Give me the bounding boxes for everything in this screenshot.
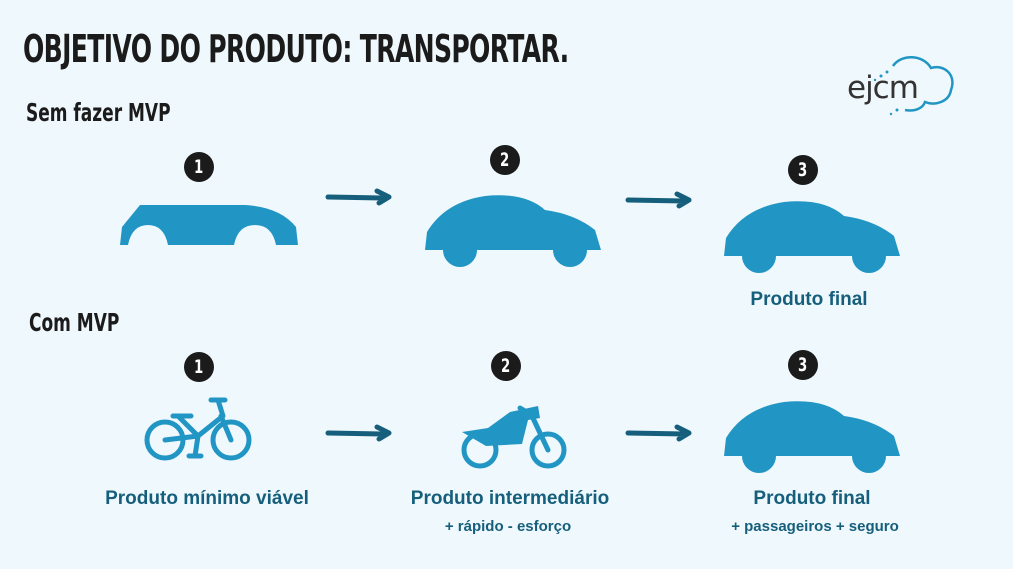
logo-text: ejcm <box>847 70 919 106</box>
step-label: Produto final <box>750 289 868 310</box>
step-sublabel: + rápido - esforço <box>444 518 572 535</box>
step-label: Produto final <box>753 488 871 509</box>
step-badge-3: 3 <box>788 350 818 380</box>
step-badge-2: 2 <box>490 145 520 175</box>
step-badge-2: 2 <box>491 351 521 381</box>
section-heading-com-mvp: Com MVP <box>29 308 120 337</box>
cloud-icon <box>873 56 954 116</box>
car-icon <box>724 201 900 273</box>
step-badge-1: 1 <box>184 352 214 382</box>
page-title: OBJETIVO DO PRODUTO: TRANSPORTAR. <box>23 27 569 71</box>
arrow-right-icon <box>325 188 392 206</box>
step-label: Produto mínimo viável <box>105 488 309 509</box>
section-heading-sem-mvp: Sem fazer MVP <box>26 98 171 127</box>
car-body-icon <box>120 205 298 245</box>
arrow-right-icon <box>625 191 692 209</box>
ejcm-logo: ejcm <box>835 50 960 130</box>
step-sublabel: + passageiros + seguro <box>731 518 899 535</box>
step-badge-1: 1 <box>184 152 214 182</box>
arrow-right-icon <box>625 424 692 442</box>
step-label: Produto intermediário <box>410 488 610 509</box>
step-badge-3: 3 <box>788 155 818 185</box>
arrow-right-icon <box>325 424 392 442</box>
car-icon <box>425 195 601 267</box>
car-icon <box>724 401 900 473</box>
bicycle-icon <box>144 397 252 461</box>
motorcycle-icon <box>461 405 567 469</box>
